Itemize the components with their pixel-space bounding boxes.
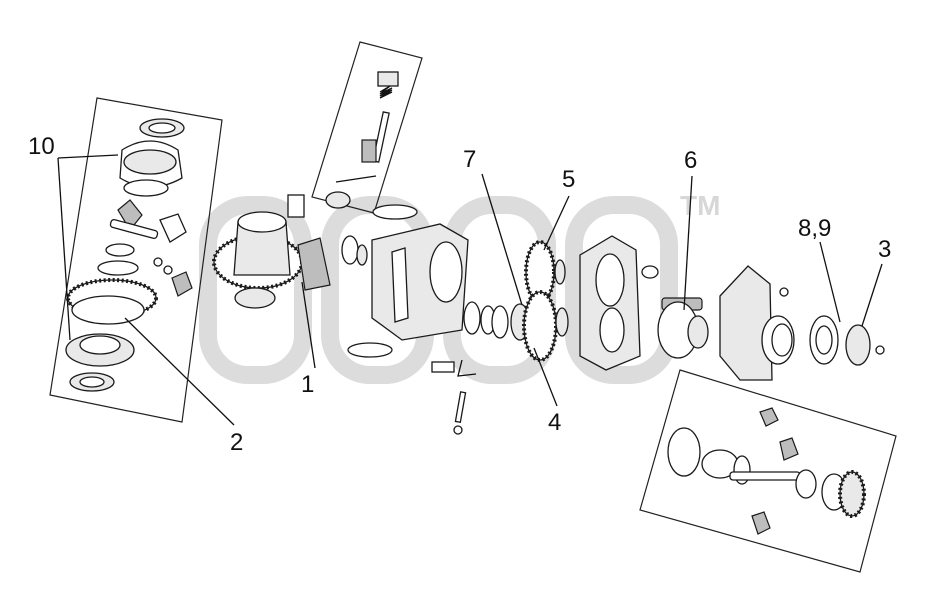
left-differential-group [49,97,223,423]
valve-spring-seat [361,139,377,163]
clutch-unit [657,297,709,359]
carrier-housing [667,427,701,477]
side-gear-small [159,213,187,243]
spider-gear [171,271,193,297]
output-gear [839,471,865,517]
leader-lines [57,154,883,426]
callout-8-9: 8,9 [798,215,831,242]
callout-3: 3 [878,236,891,263]
actuator-body [287,194,305,218]
callout-5: 5 [562,166,575,193]
valve-group [287,41,423,218]
front-housing [347,204,477,435]
cross-pin [109,218,159,240]
valve-cap [377,71,399,87]
o-ring-bottom [347,342,393,358]
pinion-gear [297,237,331,291]
callout-2: 2 [230,429,243,456]
callout-6: 6 [684,147,697,174]
callout-4: 4 [548,409,561,436]
trademark-label: TM [680,190,720,221]
callout-labels: 10 7 5 6 8,9 3 1 2 4 [28,133,891,456]
shaft-gear-stack [463,240,569,362]
callout-10: 10 [28,133,55,160]
center-differential [212,211,368,309]
callout-1: 1 [301,371,314,398]
callout-7: 7 [463,146,476,173]
sensor-plug [431,361,455,373]
rear-housing [719,265,885,381]
output-flange [845,324,871,366]
planetary-group [639,369,897,573]
o-ring-top [372,204,418,220]
middle-housing [579,235,659,371]
rear-cover [719,265,773,381]
cross-shaft [729,471,801,481]
